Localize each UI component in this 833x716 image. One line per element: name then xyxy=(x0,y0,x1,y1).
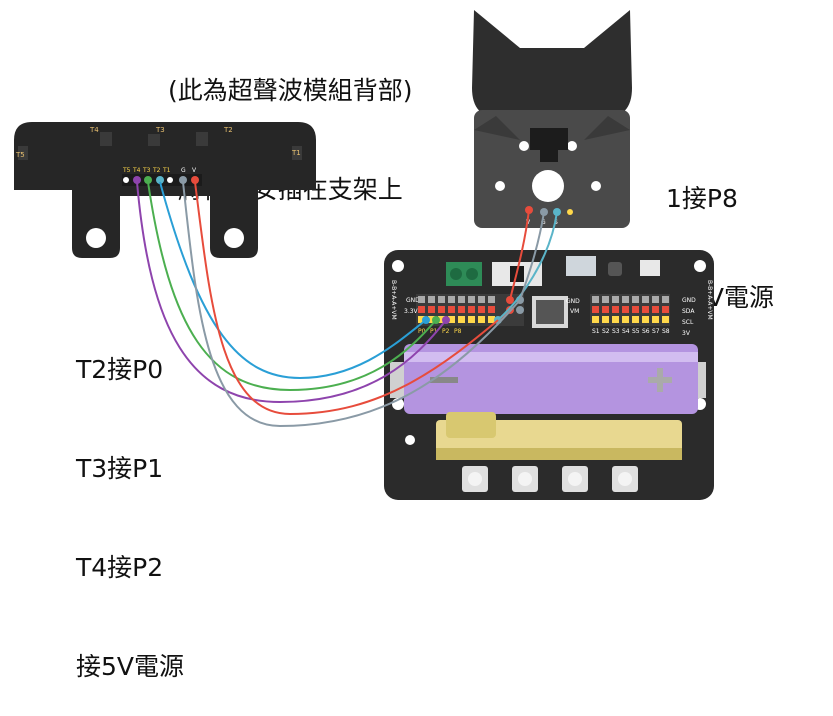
servo-label-s1: S1 xyxy=(592,328,600,335)
wires xyxy=(136,181,558,428)
left-note-line-1: T2接P0 xyxy=(76,355,164,384)
i2c-label-scl: SCL xyxy=(682,319,694,326)
vm-label: VM xyxy=(570,308,579,315)
i2c-label-sda: SDA xyxy=(682,308,695,315)
pin-header-left xyxy=(418,296,495,323)
i2c-label-gnd: GND xyxy=(682,297,696,304)
side-label-left: B-B+A-A+VM xyxy=(390,280,397,320)
servo-label-s5: S5 xyxy=(632,328,640,335)
ultrasonic-pin-g: G xyxy=(541,219,546,226)
sensor-label-t4: T4 xyxy=(89,126,99,134)
battery-minus-icon xyxy=(430,377,458,383)
ultrasonic-holder: V G S xyxy=(472,10,632,228)
wire-ultrasonic-g xyxy=(519,211,545,301)
wire-t3-p1 xyxy=(147,181,437,392)
servo-label-s4: S4 xyxy=(622,328,630,335)
gnd-label: GND xyxy=(566,298,580,305)
left-note-line-4: 接5V電源 xyxy=(76,652,185,681)
row-label-3v3: 3.3V xyxy=(404,308,419,315)
top-note-line-1: (此為超聲波模組背部) xyxy=(168,76,413,105)
sensor-label-t1: T1 xyxy=(291,149,301,157)
tracker-pin-t3: T3 xyxy=(142,167,151,174)
tracker-pin-g: G xyxy=(181,167,186,174)
servo-label-s6: S6 xyxy=(642,328,650,335)
pin-label-p1: P1 xyxy=(430,328,438,335)
right-note-line-1: 1接P8 xyxy=(666,184,738,213)
pin-label-p8: P8 xyxy=(454,328,462,335)
wire-ultrasonic-s xyxy=(497,211,558,321)
servo-label-s2: S2 xyxy=(602,328,610,335)
tracker-pin-t4: T4 xyxy=(132,167,141,174)
wire-tracker-v xyxy=(194,181,511,416)
servo-label-s8: S8 xyxy=(662,328,670,335)
pin-label-p0: P0 xyxy=(418,328,426,335)
pin-header-servo xyxy=(592,296,669,323)
servo-label-s7: S7 xyxy=(652,328,660,335)
expansion-board: GND 3.3V P0 P1 P2 P8 xyxy=(384,250,714,500)
wiring-diagram: T5 T4 T3 T2 T1 T5 T4 T3 T2 T1 G V xyxy=(14,10,714,500)
line-tracker-module: T5 T4 T3 T2 T1 T5 T4 T3 T2 T1 G V xyxy=(14,122,316,258)
tracker-pin-t1: T1 xyxy=(162,167,171,174)
pin-label-p2: P2 xyxy=(442,328,450,335)
sensor-label-t2: T2 xyxy=(223,126,233,134)
left-note-line-3: T4接P2 xyxy=(76,553,164,582)
side-label-right: B-B+A-A+VM xyxy=(706,280,713,320)
tracker-pin-v: V xyxy=(192,167,197,174)
ultrasonic-pin-v: V xyxy=(526,219,531,226)
sensor-label-t3: T3 xyxy=(155,126,165,134)
wire-ultrasonic-v xyxy=(509,209,530,301)
sensor-label-t5: T5 xyxy=(15,151,25,159)
row-label-gnd: GND xyxy=(406,297,420,304)
i2c-label-3v: 3V xyxy=(682,330,691,337)
wire-tracker-g xyxy=(182,181,521,428)
servo-label-s3: S3 xyxy=(612,328,620,335)
left-note-line-2: T3接P1 xyxy=(76,454,164,483)
wire-t4-p2 xyxy=(136,181,447,404)
wire-t2-p0 xyxy=(159,181,427,380)
tracker-pin-t2: T2 xyxy=(152,167,161,174)
tracker-pin-t5: T5 xyxy=(122,167,131,174)
